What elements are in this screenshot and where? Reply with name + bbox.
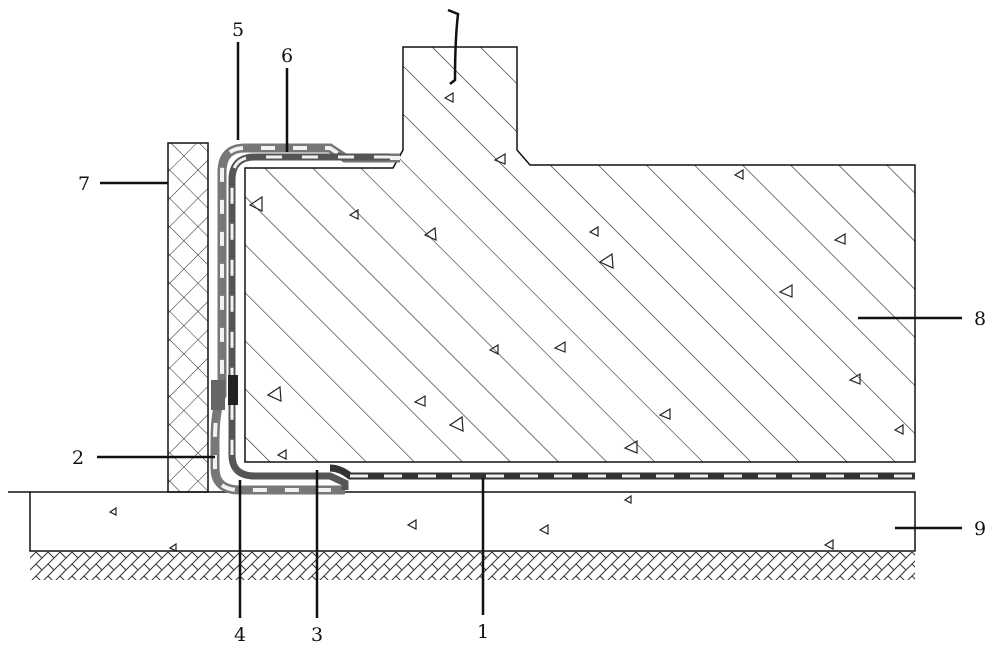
label-5: 5 [232,19,244,41]
label-8: 8 [974,308,986,330]
protective-wall [168,143,208,492]
label-7: 7 [78,173,90,195]
concrete-structure [245,47,915,462]
label-9: 9 [974,518,986,540]
label-2: 2 [72,447,84,469]
label-6: 6 [281,45,293,67]
soil-hatching [30,552,915,580]
label-1: 1 [477,621,489,643]
base-slab [30,492,915,551]
label-3: 3 [311,624,323,646]
label-4: 4 [234,624,246,646]
